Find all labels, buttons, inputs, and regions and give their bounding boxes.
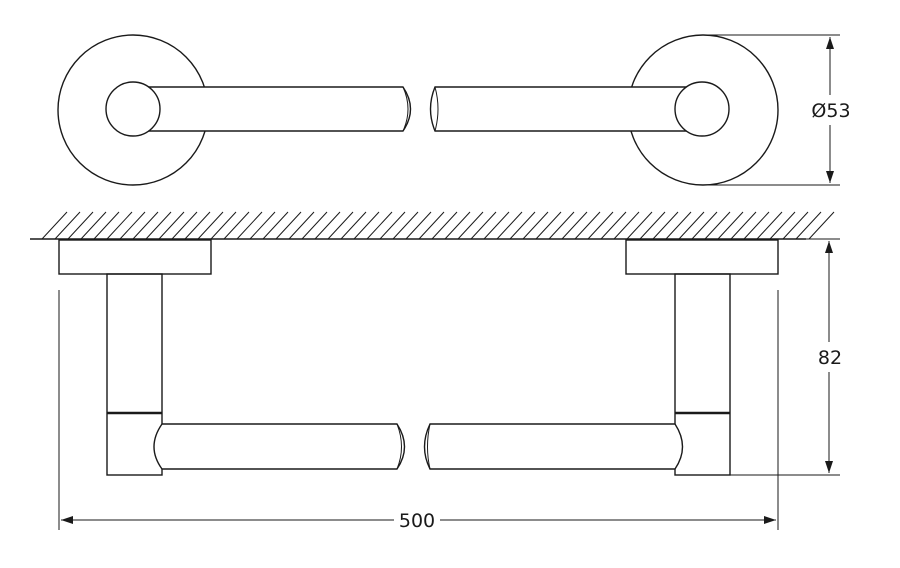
hatch-line bbox=[665, 211, 692, 240]
hatch-line bbox=[366, 211, 393, 240]
hatch-line bbox=[132, 211, 159, 240]
hatch-line bbox=[756, 211, 783, 240]
hatch-line bbox=[691, 211, 718, 240]
right-flange bbox=[625, 239, 779, 275]
hatch-line bbox=[470, 211, 497, 240]
left-post bbox=[106, 273, 163, 476]
hatch-line bbox=[171, 211, 198, 240]
hatch-line bbox=[67, 211, 94, 240]
top-bar-break-right bbox=[434, 86, 439, 132]
hatch-line bbox=[262, 211, 289, 240]
hatch-line bbox=[561, 211, 588, 240]
hatch-line bbox=[184, 211, 211, 240]
hatch-line bbox=[509, 211, 536, 240]
hatch-line bbox=[639, 211, 666, 240]
hatch-line bbox=[106, 211, 133, 240]
hatch-line bbox=[405, 211, 432, 240]
hatch-line bbox=[210, 211, 237, 240]
hatch-line bbox=[327, 211, 354, 240]
hatch-line bbox=[444, 211, 471, 240]
side-view: 82 500 bbox=[58, 238, 842, 532]
length-label: 500 bbox=[399, 510, 435, 532]
side-bar-right-segment bbox=[423, 423, 684, 470]
side-bar-left-segment bbox=[153, 423, 406, 470]
top-bar-left-segment bbox=[132, 86, 412, 132]
hatch-line bbox=[587, 211, 614, 240]
hatch-line bbox=[626, 211, 653, 240]
hatch-line bbox=[223, 211, 250, 240]
top-bar-right-segment bbox=[429, 86, 704, 132]
hatch-line bbox=[522, 211, 549, 240]
left-post-circle bbox=[105, 81, 161, 137]
hatch-line bbox=[275, 211, 302, 240]
wall bbox=[30, 211, 835, 240]
hatch-line bbox=[288, 211, 315, 240]
top-view: Ø53 bbox=[57, 34, 851, 186]
hatch-line bbox=[314, 211, 341, 240]
hatch-line bbox=[54, 211, 81, 240]
hatch-line bbox=[574, 211, 601, 240]
right-post bbox=[674, 273, 731, 476]
hatch-line bbox=[743, 211, 770, 240]
hatch-line bbox=[236, 211, 263, 240]
hatch-line bbox=[535, 211, 562, 240]
hatch-line bbox=[340, 211, 367, 240]
hatch-line bbox=[145, 211, 172, 240]
hatch-line bbox=[730, 211, 757, 240]
hatch-line bbox=[392, 211, 419, 240]
side-bar-break-left bbox=[396, 423, 402, 470]
hatch-line bbox=[717, 211, 744, 240]
hatch-line bbox=[353, 211, 380, 240]
hatch-line bbox=[483, 211, 510, 240]
hatch-line bbox=[808, 211, 835, 240]
hatch-line bbox=[782, 211, 809, 240]
side-bar-break-right bbox=[427, 423, 431, 470]
hatch-line bbox=[301, 211, 328, 240]
hatch-line bbox=[249, 211, 276, 240]
hatch-line bbox=[197, 211, 224, 240]
hatch-line bbox=[379, 211, 406, 240]
diameter-label: Ø53 bbox=[811, 100, 850, 122]
hatch-line bbox=[457, 211, 484, 240]
wall-hatching bbox=[41, 211, 835, 240]
hatch-line bbox=[41, 211, 68, 240]
hatch-line bbox=[548, 211, 575, 240]
hatch-line bbox=[158, 211, 185, 240]
hatch-line bbox=[652, 211, 679, 240]
height-label: 82 bbox=[818, 347, 842, 369]
left-flange bbox=[58, 239, 212, 275]
hatch-line bbox=[80, 211, 107, 240]
hatch-line bbox=[678, 211, 705, 240]
hatch-line bbox=[795, 211, 822, 240]
hatch-line bbox=[431, 211, 458, 240]
right-post-circle bbox=[674, 81, 730, 137]
hatch-line bbox=[704, 211, 731, 240]
hatch-line bbox=[93, 211, 120, 240]
hatch-line bbox=[119, 211, 146, 240]
hatch-line bbox=[418, 211, 445, 240]
hatch-line bbox=[496, 211, 523, 240]
top-bar-break-left bbox=[402, 86, 409, 132]
hatch-line bbox=[613, 211, 640, 240]
hatch-line bbox=[769, 211, 796, 240]
hatch-line bbox=[600, 211, 627, 240]
